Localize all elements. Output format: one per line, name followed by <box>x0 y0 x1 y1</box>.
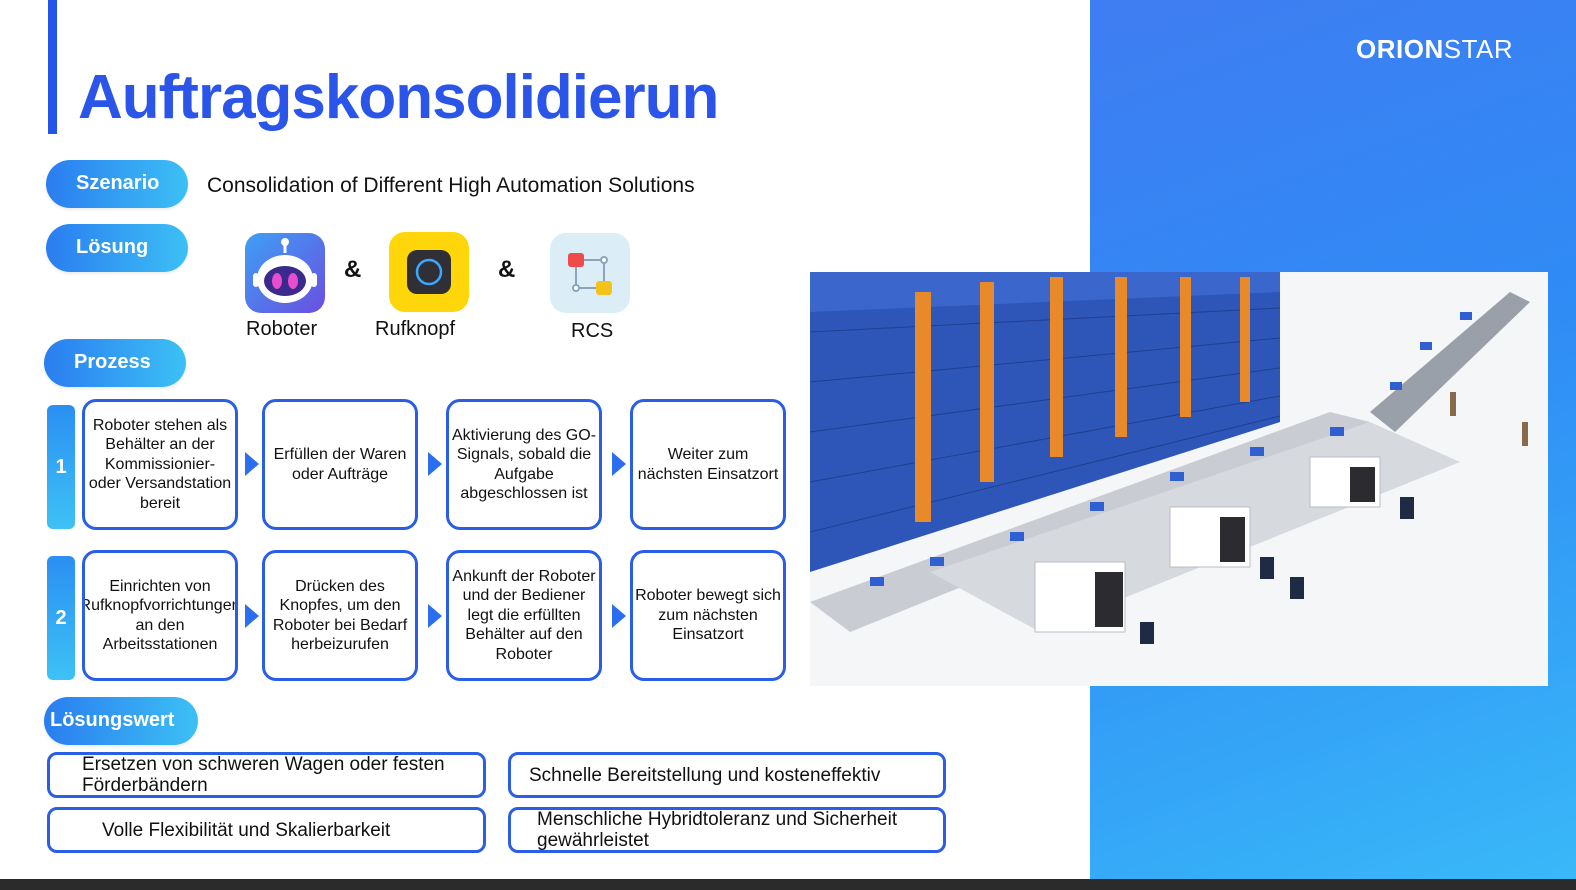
robot-label: Roboter <box>246 318 318 340</box>
process-step: Roboter stehen als Behälter an der Kommi… <box>82 399 238 530</box>
bottom-bar <box>0 879 1576 890</box>
warehouse-illustration <box>810 272 1548 686</box>
value-item: Volle Flexibilität und Skalierbarkeit <box>47 807 486 853</box>
arrow-right-icon <box>612 452 626 476</box>
ampersand-2: & <box>498 256 516 283</box>
process-row-number: 2 <box>47 556 75 680</box>
robot-app-icon <box>245 233 325 313</box>
process-step: Drücken des Knopfes, um den Roboter bei … <box>262 550 418 681</box>
process-step: Weiter zum nächsten Einsatzort <box>630 399 786 530</box>
process-step: Erfüllen der Waren oder Aufträge <box>262 399 418 530</box>
scenario-text: Consolidation of Different High Automati… <box>207 174 695 197</box>
solution-pill: Lösung <box>46 224 188 272</box>
arrow-right-icon <box>428 604 442 628</box>
value-pill: Lösungswert <box>44 697 198 745</box>
call-button-app-icon <box>389 232 469 312</box>
process-row-number: 1 <box>47 405 75 529</box>
process-step: Ankunft der Roboter und der Bediener leg… <box>446 550 602 681</box>
ampersand-1: & <box>344 256 362 283</box>
arrow-right-icon <box>428 452 442 476</box>
process-step: Aktivierung des GO-Signals, sobald die A… <box>446 399 602 530</box>
scenario-pill: Szenario <box>46 160 188 208</box>
arrow-right-icon <box>245 452 259 476</box>
process-step: Einrichten von Rufknopfvorrichtungen an … <box>82 550 238 681</box>
value-item: Ersetzen von schweren Wagen oder festen … <box>47 752 486 798</box>
process-step: Roboter bewegt sich zum nächsten Einsatz… <box>630 550 786 681</box>
title-accent-bar <box>48 0 57 134</box>
value-item: Schnelle Bereitstellung und kosteneffekt… <box>508 752 946 798</box>
call-button-label: Rufknopf <box>375 318 456 340</box>
process-pill: Prozess <box>44 339 186 387</box>
value-item: Menschliche Hybridtoleranz und Sicherhei… <box>508 807 946 853</box>
rcs-label: RCS <box>571 320 614 342</box>
rcs-app-icon <box>550 233 630 313</box>
arrow-right-icon <box>612 604 626 628</box>
arrow-right-icon <box>245 604 259 628</box>
page-title: Auftragskonsolidierun <box>78 63 719 132</box>
orionstar-logo: ORIONSTAR <box>1356 34 1514 64</box>
